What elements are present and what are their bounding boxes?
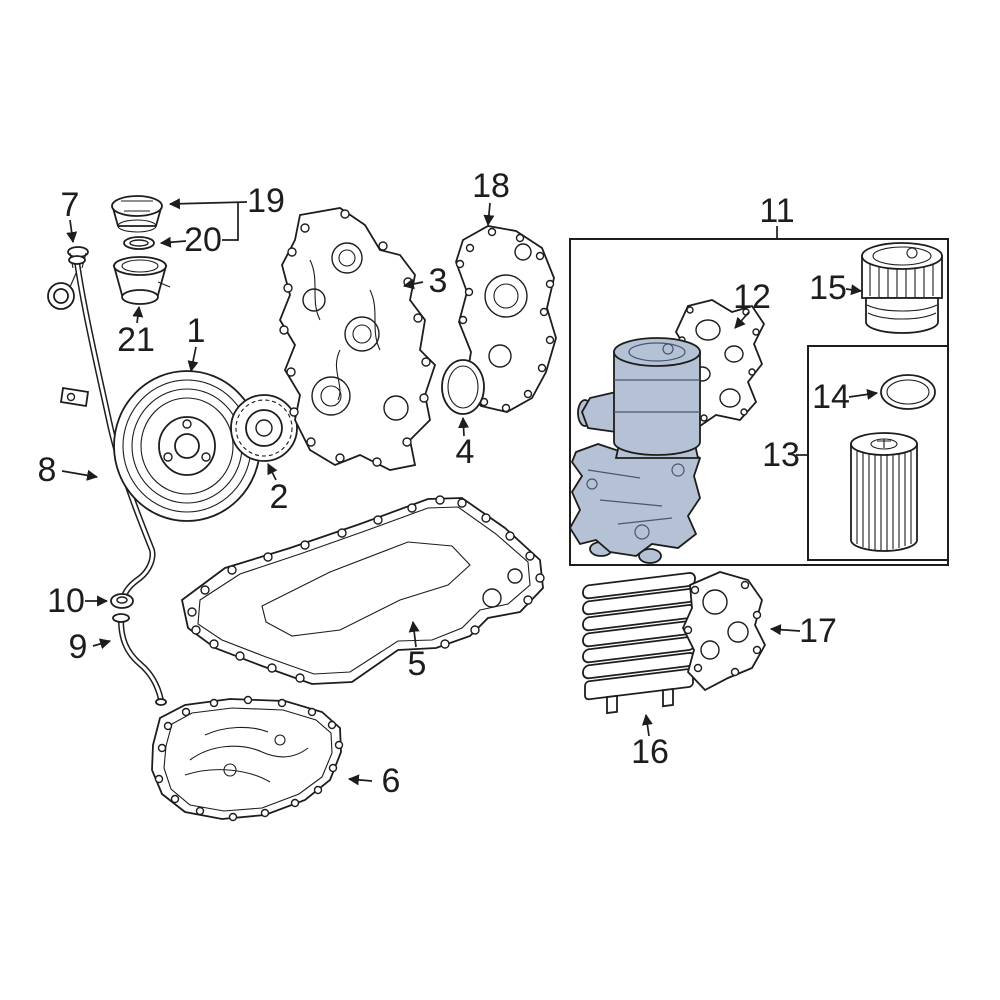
part-4-crankshaft-seal xyxy=(441,359,485,415)
callout-part-10: 10 xyxy=(47,582,85,620)
assembly-box-13 xyxy=(807,345,949,561)
part-6-lower-oil-pan xyxy=(151,695,344,822)
part-15-oil-filter-cap xyxy=(861,242,943,334)
callout-part-11: 11 xyxy=(759,192,795,230)
callout-part-7: 7 xyxy=(60,186,80,224)
part-21-filler-neck xyxy=(112,256,171,305)
callout-part-8: 8 xyxy=(37,451,57,489)
callout-part-3: 3 xyxy=(428,262,448,300)
callout-part-19: 19 xyxy=(247,182,285,220)
part-3-timing-cover xyxy=(278,207,437,471)
callout-part-14: 14 xyxy=(812,378,850,416)
callout-part-12: 12 xyxy=(733,278,771,316)
part-7-dipstick-handle xyxy=(47,246,89,310)
callout-part-5: 5 xyxy=(407,645,427,683)
part-2-crankshaft-gear xyxy=(230,394,298,462)
callout-part-2: 2 xyxy=(269,478,289,516)
part-8-dipstick-tube xyxy=(59,255,156,599)
callout-part-6: 6 xyxy=(381,762,401,800)
part-16-oil-cooler xyxy=(582,572,696,715)
part-10-grommet xyxy=(110,593,134,609)
part-13-oil-filter-element xyxy=(850,432,918,552)
callout-part-4: 4 xyxy=(455,433,475,471)
callout-part-15: 15 xyxy=(809,269,847,307)
callout-part-21: 21 xyxy=(117,321,155,359)
callout-part-9: 9 xyxy=(68,628,88,666)
part-9-drain-tube xyxy=(112,613,167,706)
callout-part-20: 20 xyxy=(184,221,222,259)
part-11-oil-filter-housing xyxy=(568,337,702,564)
part-20-cap-seal xyxy=(123,236,155,250)
callout-part-18: 18 xyxy=(472,167,510,205)
part-1-crankshaft-pulley xyxy=(113,370,261,522)
part-19-oil-filler-cap xyxy=(111,195,163,233)
callout-part-1: 1 xyxy=(186,312,206,350)
callout-part-13: 13 xyxy=(762,436,800,474)
leader-lines xyxy=(61,198,879,786)
part-17-cooler-gasket xyxy=(682,571,767,692)
part-14-o-ring xyxy=(880,374,936,410)
callout-part-17: 17 xyxy=(799,612,837,650)
part-5-upper-oil-pan xyxy=(180,495,545,685)
callout-part-16: 16 xyxy=(631,733,669,771)
